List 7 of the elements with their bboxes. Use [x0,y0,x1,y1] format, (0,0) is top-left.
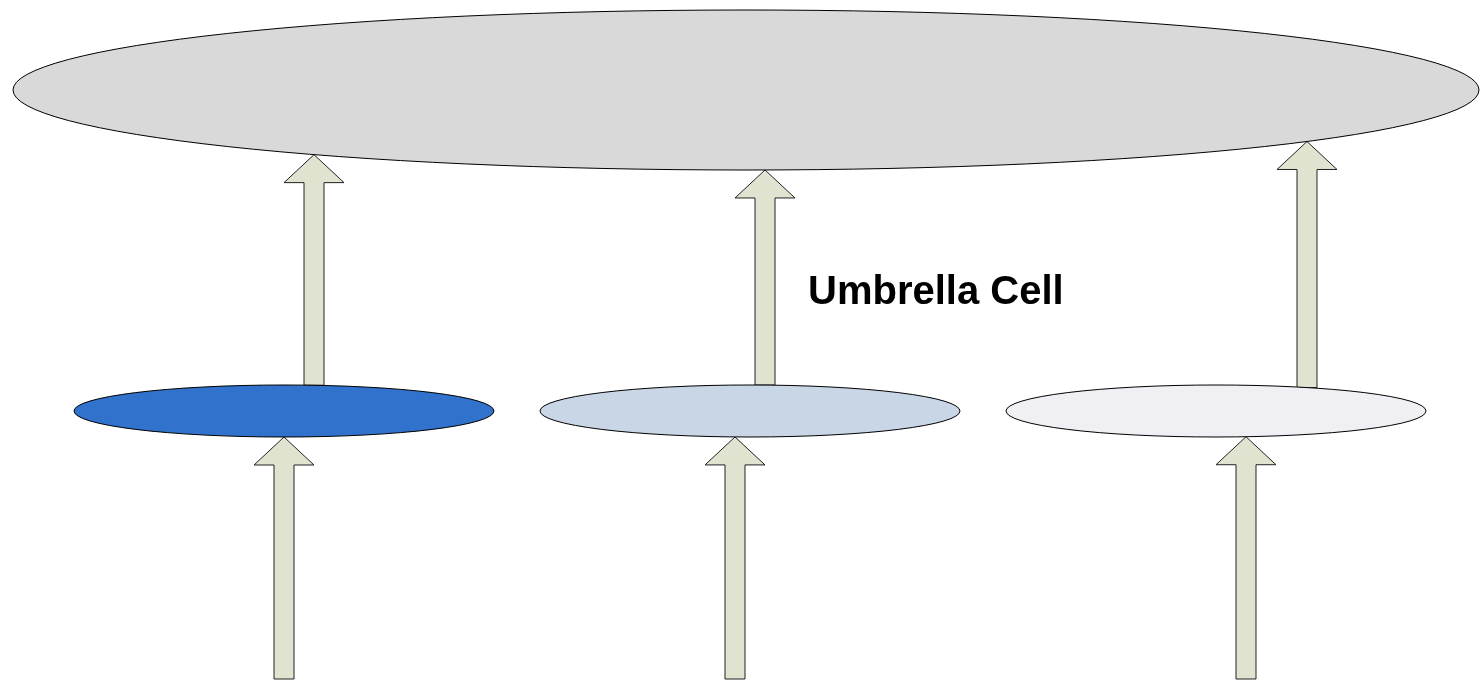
block-arrow [704,436,766,680]
diagram-label: Umbrella Cell [808,268,1064,313]
block-arrow [1276,141,1338,389]
block-arrow [283,154,345,386]
block-arrow [253,436,315,680]
block-arrow [734,169,796,386]
block-arrow [1215,436,1277,680]
